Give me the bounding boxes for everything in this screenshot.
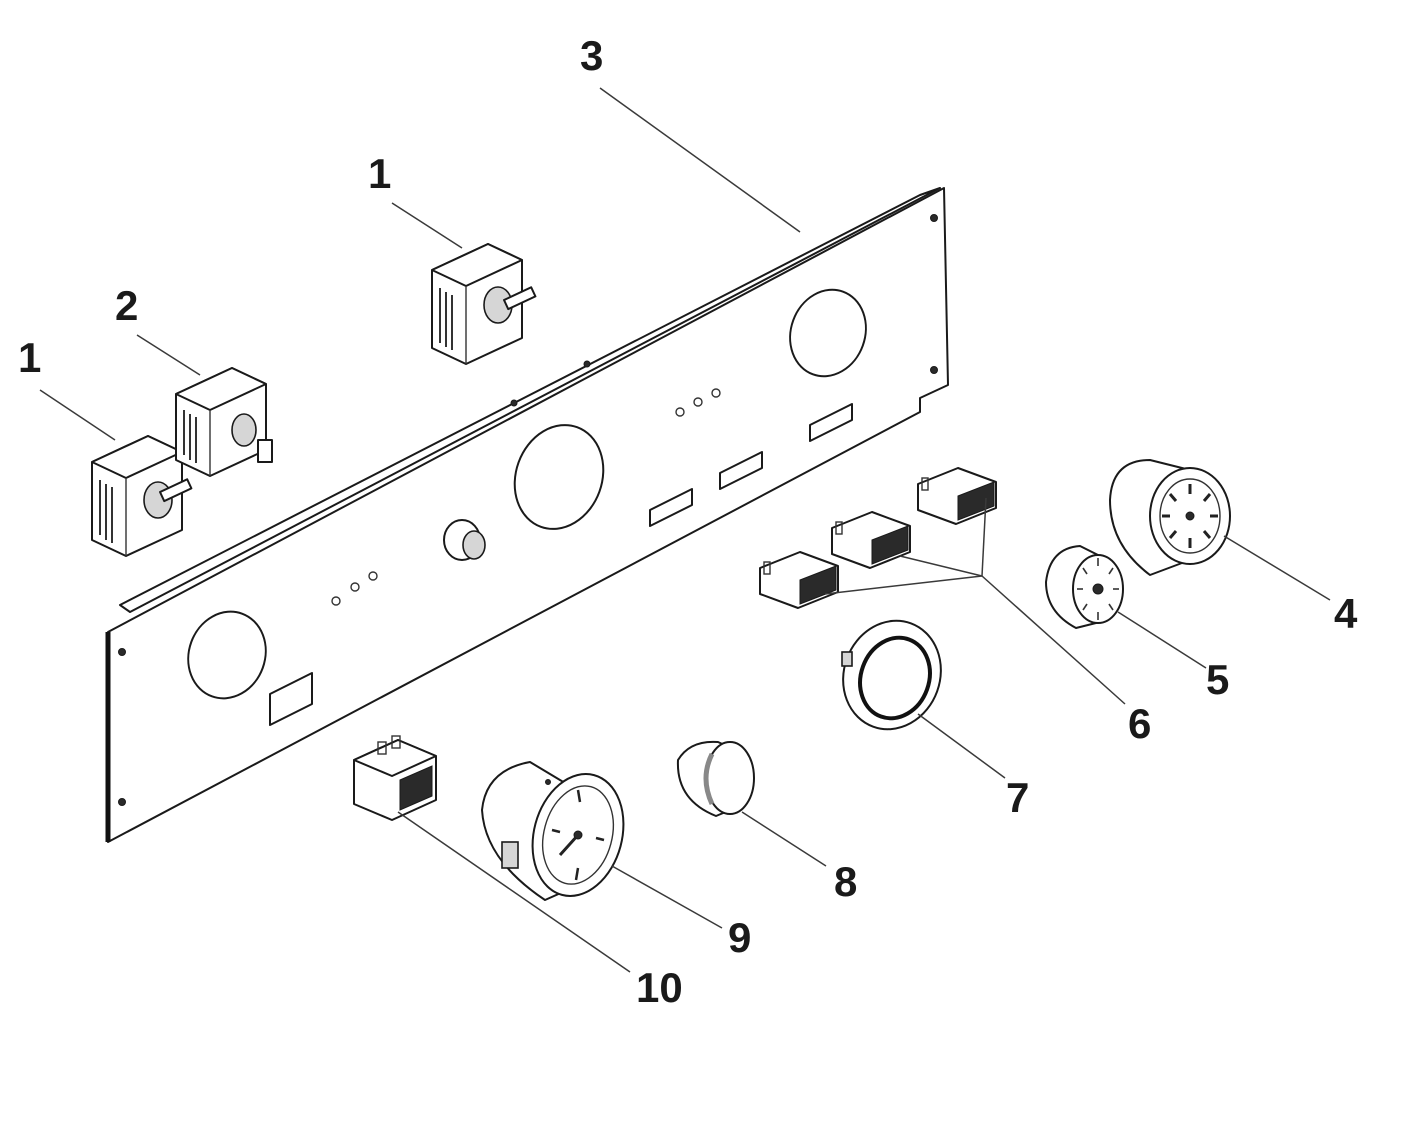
thermometer-gauge — [481, 761, 625, 901]
timer-knob — [1045, 545, 1124, 629]
rocker-switch-b — [831, 511, 911, 569]
rocker-switch-single — [353, 735, 437, 821]
callout-1-left: 1 — [18, 334, 41, 381]
callout-3: 3 — [580, 32, 603, 79]
callout-4: 4 — [1334, 590, 1358, 637]
callout-5: 5 — [1206, 656, 1229, 703]
indicator-lamp-bezel — [841, 619, 942, 731]
rocker-switches — [759, 467, 997, 609]
callout-9: 9 — [728, 914, 751, 961]
thermostat-switch-left — [91, 435, 193, 557]
callout-2: 2 — [115, 282, 138, 329]
thermostat-switch-top — [431, 243, 537, 365]
callout-7: 7 — [1006, 774, 1029, 821]
callout-10: 10 — [636, 964, 683, 1011]
leader-lines — [39, 87, 1331, 973]
rocker-switch-c — [917, 467, 997, 525]
knob — [676, 740, 755, 817]
selector-switch — [175, 367, 273, 477]
rocker-switch-a — [759, 551, 839, 609]
callout-6: 6 — [1128, 700, 1151, 747]
control-panel — [105, 187, 949, 843]
callout-1-top: 1 — [368, 150, 391, 197]
callout-8: 8 — [834, 858, 857, 905]
callouts: 3 1 2 1 4 5 6 7 8 9 10 — [18, 32, 1358, 1011]
timer — [1109, 459, 1231, 576]
